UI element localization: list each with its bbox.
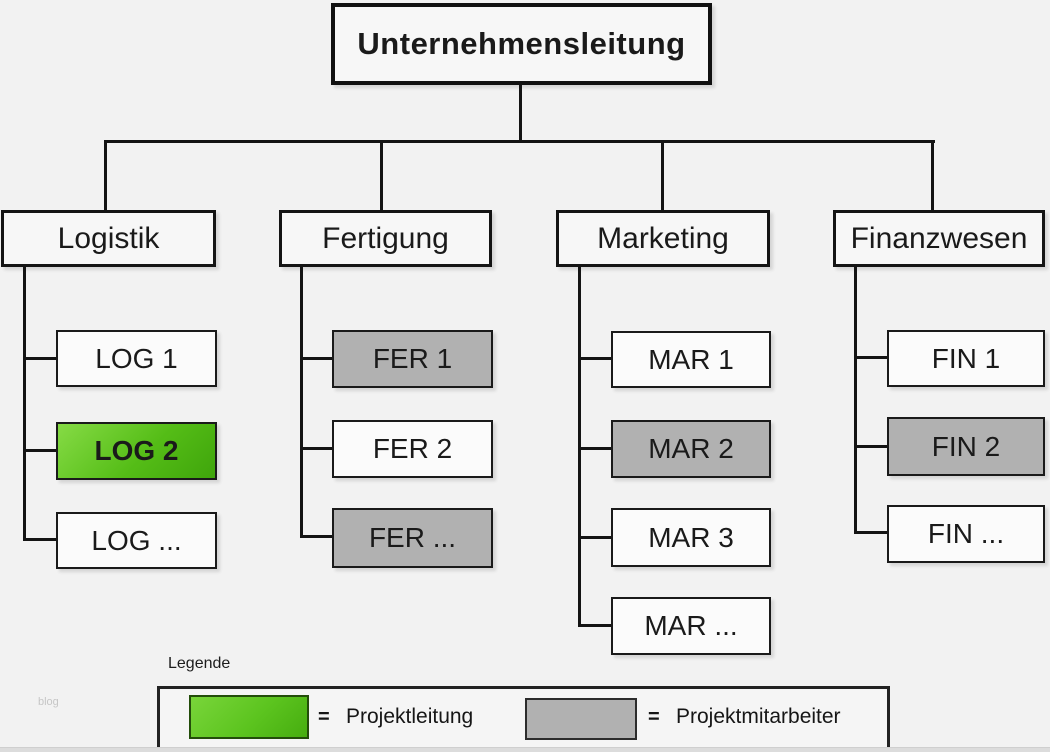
- stub-fin-1: [854, 356, 887, 359]
- stub-log-2: [23, 449, 56, 452]
- connector-drop-marketing: [661, 140, 664, 210]
- stub-fer-2: [300, 447, 332, 450]
- connector-drop-fertigung: [380, 140, 383, 210]
- stub-log-3: [23, 538, 56, 541]
- stub-fin-2: [854, 445, 887, 448]
- legend-label-projektleitung: Projektleitung: [346, 705, 474, 728]
- dept-node-logistik: Logistik: [1, 210, 216, 267]
- stub-mar-3: [578, 536, 611, 539]
- child-node-log-1: LOG 1: [56, 330, 217, 387]
- legend-swatch-projektleitung: [189, 695, 309, 739]
- legend-swatch-projektmitarbeiter: [525, 698, 637, 740]
- stub-fer-3: [300, 535, 332, 538]
- stub-fin-3: [854, 531, 887, 534]
- watermark-blog: blog: [38, 696, 59, 708]
- legend-equals-2: =: [648, 706, 660, 728]
- child-node-fer-2: FER 2: [332, 420, 493, 478]
- child-node-log-more: LOG ...: [56, 512, 217, 569]
- stub-mar-4: [578, 624, 611, 627]
- legend-equals-1: =: [318, 706, 330, 728]
- legend-label-projektmitarbeiter: Projektmitarbeiter: [676, 705, 841, 728]
- stub-log-1: [23, 357, 56, 360]
- dept-node-fertigung: Fertigung: [279, 210, 492, 267]
- stub-fer-1: [300, 357, 332, 360]
- child-node-log-2-projektleitung: LOG 2: [56, 422, 217, 480]
- trunk-finanzwesen: [854, 267, 857, 534]
- child-node-fer-more-projektmitarbeiter: FER ...: [332, 508, 493, 568]
- stub-mar-2: [578, 447, 611, 450]
- dept-node-finanzwesen: Finanzwesen: [833, 210, 1045, 267]
- connector-horizontal-bar: [104, 140, 935, 143]
- root-node-unternehmensleitung: Unternehmensleitung: [331, 3, 712, 85]
- connector-drop-finanzwesen: [931, 140, 934, 210]
- connector-drop-logistik: [104, 140, 107, 210]
- child-node-fer-1-projektmitarbeiter: FER 1: [332, 330, 493, 388]
- child-node-mar-3: MAR 3: [611, 508, 771, 567]
- bottom-edge-strip: [0, 747, 1050, 752]
- child-node-mar-2-projektmitarbeiter: MAR 2: [611, 420, 771, 478]
- legend-heading: Legende: [168, 655, 231, 672]
- trunk-logistik: [23, 267, 26, 541]
- child-node-fin-1: FIN 1: [887, 330, 1045, 387]
- stub-mar-1: [578, 357, 611, 360]
- child-node-mar-1: MAR 1: [611, 331, 771, 388]
- dept-node-marketing: Marketing: [556, 210, 770, 267]
- child-node-fin-2-projektmitarbeiter: FIN 2: [887, 417, 1045, 476]
- trunk-fertigung: [300, 267, 303, 538]
- trunk-marketing: [578, 267, 581, 626]
- child-node-mar-more: MAR ...: [611, 597, 771, 655]
- connector-root-vertical: [519, 85, 522, 142]
- child-node-fin-more: FIN ...: [887, 505, 1045, 563]
